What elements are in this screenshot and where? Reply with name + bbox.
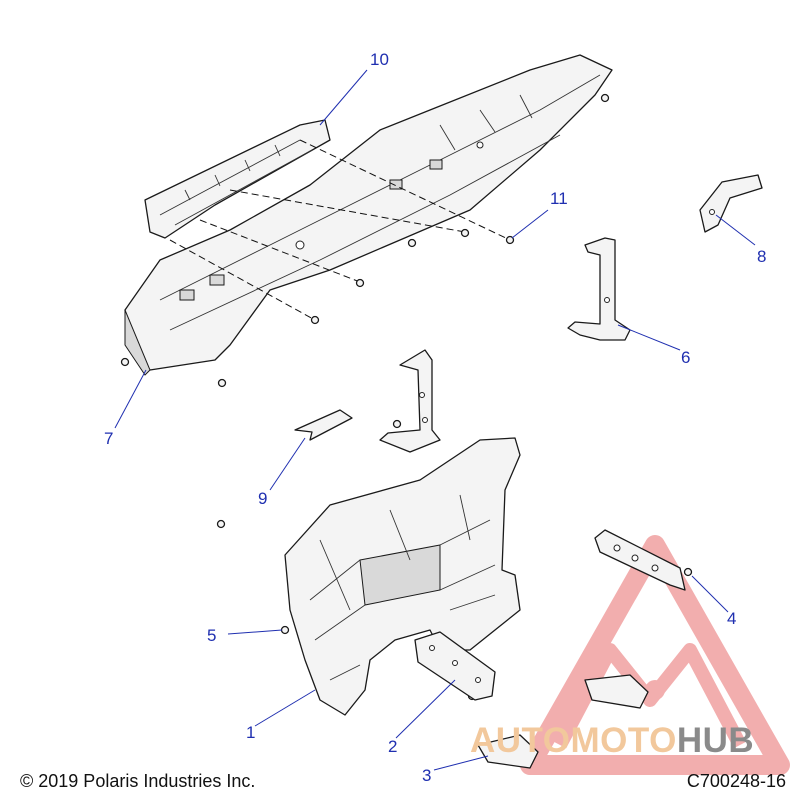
- part-6-support-bracket: [567, 237, 631, 341]
- callout-11: 11: [550, 189, 568, 208]
- callout-8: 8: [757, 247, 766, 266]
- callout-1: 1: [246, 723, 255, 742]
- callout-5: 5: [207, 626, 216, 645]
- callout-10: 10: [370, 50, 389, 69]
- callout-6: 6: [681, 348, 690, 367]
- watermark-text: AUTOMOTOHUB: [470, 721, 754, 760]
- center-support-bracket: [379, 349, 441, 453]
- part-1-lower-rear-panel: [284, 437, 521, 716]
- part-3-step-pad: [477, 674, 649, 769]
- leader-lines: [114, 69, 756, 771]
- callout-3: 3: [422, 766, 431, 785]
- drawing-number: C700248-16: [686, 771, 786, 791]
- part-4-side-bracket: [594, 529, 686, 591]
- copyright-text: © 2019 Polaris Industries Inc.: [20, 771, 256, 791]
- callout-9: 9: [258, 489, 267, 508]
- watermark-text-prefix: AUTOMOTO: [470, 721, 677, 760]
- part-10-rear-trim-insert: [144, 119, 331, 239]
- callout-7: 7: [104, 429, 113, 448]
- part-7-rear-upper-panel: [124, 54, 613, 376]
- callout-4: 4: [727, 609, 736, 628]
- watermark-text-suffix: HUB: [677, 721, 754, 760]
- callout-2: 2: [388, 737, 397, 756]
- part-2-plate-bracket: [414, 631, 496, 701]
- part-9-small-bracket: [294, 409, 353, 441]
- part-8-small-bracket: [699, 174, 763, 233]
- callout-labels: 1 2 3 4 5 6 7 8 9 10 11: [104, 50, 766, 785]
- alignment-lines: [169, 139, 511, 321]
